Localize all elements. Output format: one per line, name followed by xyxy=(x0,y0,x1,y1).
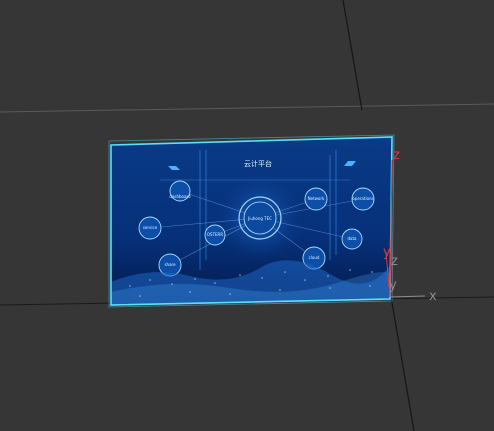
transform-gizmo[interactable]: z x y z y xyxy=(383,148,437,304)
textured-plane[interactable]: Jiuhong TEC 云计平台 dashboard Network xyxy=(108,134,395,308)
svg-text:OSTERR: OSTERR xyxy=(207,232,223,237)
gizmo-x-label: x xyxy=(429,289,437,304)
svg-text:data: data xyxy=(347,236,357,241)
node-data: data xyxy=(341,228,363,250)
gizmo-y-label-secondary: y xyxy=(389,278,397,293)
particle-dots xyxy=(129,269,373,297)
gizmo-x-axis[interactable] xyxy=(389,295,426,298)
svg-text:operations: operations xyxy=(352,196,373,201)
node-network: Network xyxy=(304,187,328,211)
center-hub-ring xyxy=(238,196,282,240)
node-operations: operations xyxy=(351,187,375,211)
node-cloud: cloud xyxy=(302,246,326,270)
gizmo-z-axis[interactable] xyxy=(389,159,393,298)
plane-title: 云计平台 xyxy=(244,159,272,168)
grid-line-vertical-top xyxy=(342,0,363,111)
svg-text:share: share xyxy=(164,262,176,267)
svg-text:cloud: cloud xyxy=(309,255,320,260)
grid-line-vertical-bottom xyxy=(390,296,415,431)
particle-terrain xyxy=(111,260,392,305)
gizmo-y-label: y xyxy=(383,245,391,260)
gizmo-z-label-secondary: z xyxy=(391,254,398,269)
center-hub xyxy=(243,201,277,235)
svg-text:dashboard: dashboard xyxy=(169,194,191,199)
gizmo-z-label: z xyxy=(393,148,400,163)
plane-texture: Jiuhong TEC 云计平台 dashboard Network xyxy=(111,150,392,305)
gizmo-y-axis[interactable] xyxy=(385,251,391,298)
svg-text:Network: Network xyxy=(308,196,325,201)
center-label: Jiuhong TEC xyxy=(247,216,272,221)
title-decorations xyxy=(168,161,356,170)
node-osterr: OSTERR xyxy=(204,224,226,246)
selection-outline-outer xyxy=(108,134,395,308)
selection-outline xyxy=(110,136,393,306)
node-dashboard: dashboard xyxy=(169,180,191,202)
node-service: service xyxy=(138,216,162,240)
grid-line-far xyxy=(0,103,494,113)
svg-text:service: service xyxy=(143,225,158,230)
